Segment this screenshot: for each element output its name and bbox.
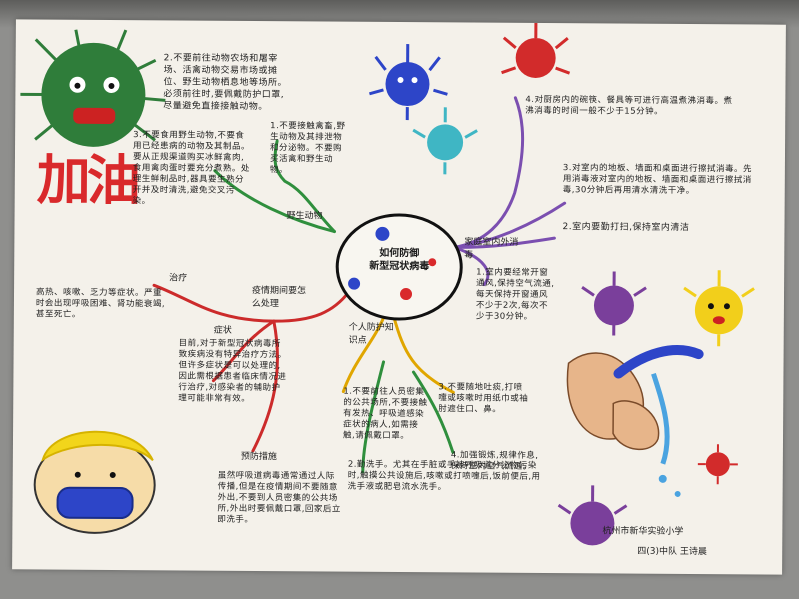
poster-paper: 加 油 如何防御 新型冠状病毒 野生动物 家庭室内外消毒 个人防护知识点 疫情期… xyxy=(12,19,786,575)
faucet-icon xyxy=(613,345,704,379)
branch-line-personal-2 xyxy=(341,315,386,394)
credit-school: 杭州市新华实验小学 xyxy=(602,526,684,537)
note-4: 4.对厨房内的碗筷、餐具等可进行高温煮沸消毒。煮沸消毒的时间一般不少于15分钟。 xyxy=(525,94,733,117)
center-title-line2: 新型冠状病毒 xyxy=(369,260,430,273)
title-char-1: 加 xyxy=(36,147,92,212)
virus-icon-purple-2 xyxy=(557,485,628,546)
note-3: 3.不要食用野生动物,不要食用已经患病的动物及其制品。要从正规渠道购买冰鲜禽肉,… xyxy=(132,130,251,207)
virus-icon-blue xyxy=(369,44,448,121)
branch-label-treatment: 治疗 xyxy=(169,273,188,284)
branch-label-symptoms: 症状 xyxy=(213,325,232,336)
branch-line-disinfect-2 xyxy=(452,201,567,249)
virus-icon-red xyxy=(501,22,571,78)
branch-label-infected: 疫情期间要怎么处理 xyxy=(251,285,307,310)
branch-line-disinfect-3 xyxy=(452,236,556,249)
note-5: 3.对室内的地板、墙面和桌面进行擦拭消毒。先用消毒液对室内的地板、墙面和桌面进行… xyxy=(562,163,753,197)
branch-line-personal xyxy=(392,315,455,394)
branch-line-wild xyxy=(273,139,336,234)
credit-class: 四(3)中队 王诗晨 xyxy=(637,546,707,558)
branch-line-infected-3 xyxy=(251,319,279,453)
note-10: 虽然呼吸道病毒通常通过人际传播,但是在疫情期间不要随意外出,不要到人员密集的公共… xyxy=(217,470,341,525)
note-8: 高热、咳嗽、乏力等症状。严重时会出现呼吸困难、肾功能衰竭,甚至死亡。 xyxy=(35,287,166,320)
branch-label-wild: 野生动物 xyxy=(286,211,323,222)
branch-line-infected-2 xyxy=(211,319,276,383)
note-2: 2.不要前往动物农场和屠宰场、活禽动物交易市场或摊位、野生动物栖息地等场所。必须… xyxy=(163,53,288,113)
branch-label-personal: 个人防护知识点 xyxy=(348,322,394,346)
center-oval xyxy=(335,213,463,321)
branch-line-personal-3 xyxy=(411,370,455,454)
branch-line-personal-4 xyxy=(361,360,386,474)
center-title-line1: 如何防御 xyxy=(379,247,420,260)
virus-icon-teal xyxy=(412,107,478,175)
branch-line-disinfect xyxy=(452,96,525,249)
virus-icon-yellow xyxy=(683,270,755,347)
note-6: 2.室内要勤打扫,保持室内清洁 xyxy=(562,222,690,234)
poster-drawings xyxy=(20,22,755,546)
note-9: 目前,对于新型冠状病毒所致疾病没有特异治疗方法。但许多症状是可以处理的,因此需根… xyxy=(178,338,287,404)
note-14: 4.加强锻炼,规律作息,保持室内空气流通。 xyxy=(450,450,539,472)
note-1: 1.不要接触禽畜,野生动物及其排泄物和分泌物。不要购买活禽和野生动物。 xyxy=(269,121,346,176)
center-title: 如何防御 新型冠状病毒 xyxy=(359,247,439,274)
note-7: 1.室内要经常开窗通风,保持空气流通,每天保持开窗通风不少于2次,每次不少于30… xyxy=(475,267,555,322)
branch-label-disinfect: 家庭室内外消毒 xyxy=(464,237,519,261)
branch-line-wild-2 xyxy=(213,169,336,234)
note-13: 3.不要随地吐痰,打喷嚏或咳嗽时用纸巾或袖肘遮住口、鼻。 xyxy=(438,382,529,415)
virus-icon-purple xyxy=(581,271,647,336)
hand-washing-icon xyxy=(566,345,704,497)
branch-line-disinfect-4 xyxy=(452,245,490,287)
virus-icon-red-2 xyxy=(697,444,738,485)
virus-icon xyxy=(20,29,166,147)
face-mask-icon xyxy=(33,430,156,534)
note-11: 1.不要前往人员密集的公共场所,不要接触有发热、呼吸道感染症状的病人,如需接触,… xyxy=(342,386,428,442)
branch-label-protection: 预防措施 xyxy=(240,451,277,463)
center-virus-icon xyxy=(348,226,437,301)
